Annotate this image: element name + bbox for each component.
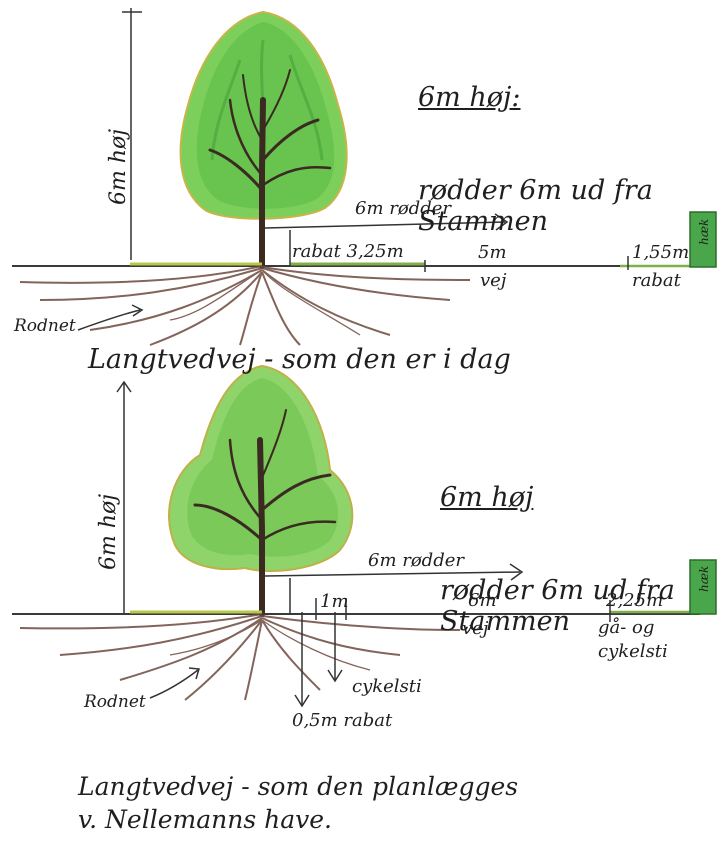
top-root-net-arrow [77, 309, 141, 331]
top-root-net [19, 265, 471, 346]
top-right-bed-width: 1,55m [632, 242, 690, 263]
top-roots-arrow-head [494, 213, 509, 231]
bottom-hedge [689, 559, 717, 615]
top-bed-label: rabat 3,25m [292, 241, 404, 262]
bottom-root-net-label: Rodnet [84, 692, 146, 712]
bottom-path-width: 2,25m [606, 590, 664, 611]
bottom-road-label: vej [462, 618, 489, 639]
top-hedge-label: hæk [697, 219, 711, 245]
bottom-caption: Langtvedvej - som den planlægges v. Nell… [78, 772, 519, 834]
top-note-heading: 6m høj: [418, 82, 521, 113]
top-height-label: 6m høj [106, 128, 131, 205]
top-scene: hæk [12, 8, 717, 346]
bottom-tree-trunk [193, 409, 337, 617]
bottom-note: 6m høj rødder 6m ud fra Stammen [440, 420, 675, 699]
bottom-path-label: gå- og cykelsti [598, 617, 668, 662]
top-note: 6m høj: rødder 6m ud fra Stammen [418, 20, 653, 299]
top-tree-trunk [208, 69, 332, 269]
bottom-root-net [19, 613, 461, 701]
bottom-scene: hæk [12, 364, 717, 708]
bottom-note-heading: 6m høj [440, 482, 534, 513]
top-roots-arrow [264, 221, 506, 229]
bottom-height-measure-arrow [116, 380, 132, 393]
bottom-road-width: 6m [468, 590, 497, 611]
top-root-net-label: Rodnet [14, 316, 76, 336]
top-roots-arrow-label: 6m rødder [355, 198, 451, 219]
top-hedge [689, 211, 717, 268]
bottom-bike-lane-width: 1m [320, 591, 349, 612]
bottom-note-body: rødder 6m ud fra Stammen [440, 575, 675, 637]
top-right-bed-label: rabat [632, 270, 681, 291]
bottom-height-label: 6m høj [96, 493, 121, 570]
top-note-body: rødder 6m ud fra Stammen [418, 175, 653, 237]
bottom-bed-width-label: 0,5m rabat [292, 710, 393, 731]
bottom-bike-lane-label: cykelsti [352, 676, 422, 697]
bottom-root-net-arrow [149, 669, 199, 699]
top-road-width: 5m [478, 242, 507, 263]
bottom-roots-arrow-label: 6m rødder [368, 550, 464, 571]
bottom-hedge-label: hæk [697, 566, 711, 592]
top-road-label: vej [480, 270, 507, 291]
top-caption: Langtvedvej - som den er i dag [88, 344, 511, 375]
bottom-roots-arrow [264, 571, 521, 577]
bottom-roots-arrow-head [509, 563, 524, 581]
